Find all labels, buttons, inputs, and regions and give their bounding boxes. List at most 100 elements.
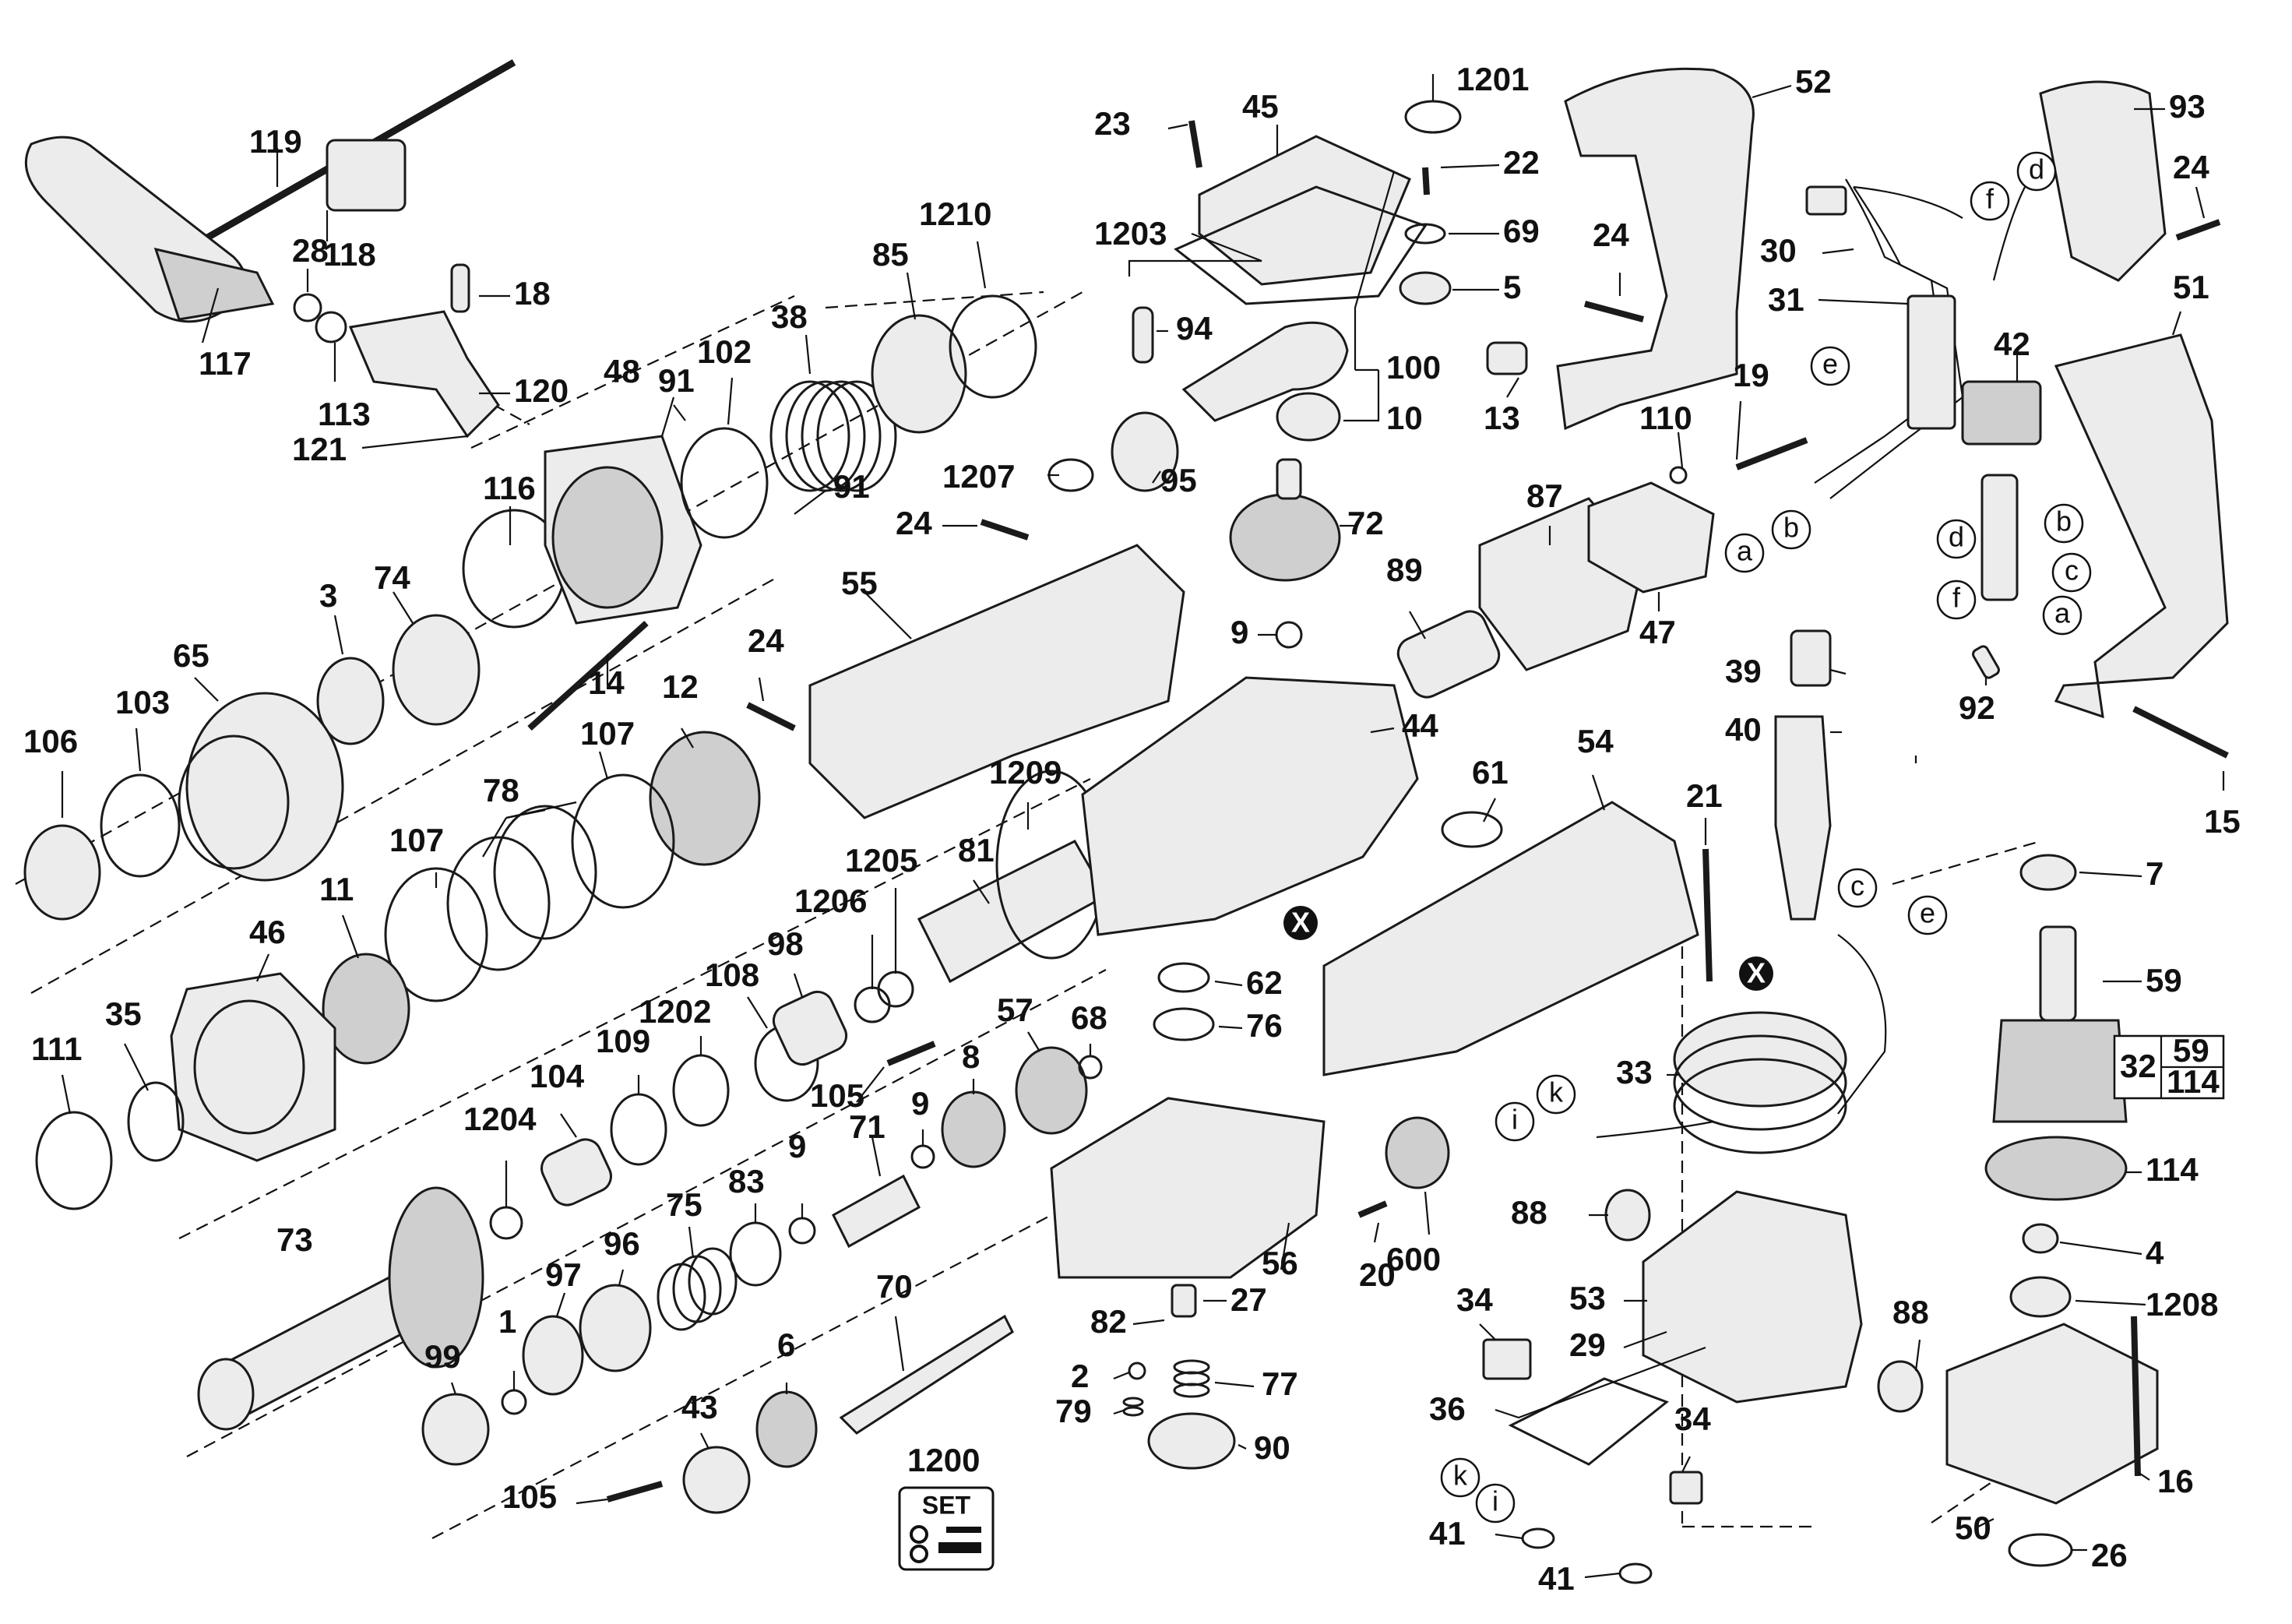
label-111: 111 [31,1030,82,1067]
indicator-part [1980,474,2019,601]
label-32-sub-59: 59 [2173,1032,2209,1069]
x-marker-1: X [1291,907,1310,939]
handle-93-part [2039,80,2167,282]
label-34b: 34 [1674,1400,1711,1437]
letter-e-1: e [1822,348,1838,380]
motor-housing-53-part [1642,1190,1863,1404]
label-98: 98 [767,925,804,962]
label-110: 110 [1639,400,1692,436]
part-43-part [682,1446,751,1514]
label-114: 114 [2146,1151,2199,1188]
label-74: 74 [374,559,410,596]
label-65: 65 [173,637,209,674]
label-9b: 9 [788,1128,806,1164]
ring-83-part [729,1221,782,1287]
ring-35-part [127,1081,185,1162]
ring-109-part [610,1093,667,1166]
ring-1202-part [672,1054,730,1127]
letter-f-2: f [1952,582,1961,614]
letter-b-2: b [2056,506,2072,537]
gasket-1203-part [1174,185,1428,305]
label-1201: 1201 [1456,61,1529,97]
bearing-4-part [2022,1223,2059,1254]
part-30-part [1805,185,1847,216]
part-88a-part [1604,1189,1651,1242]
label-34a: 34 [1456,1281,1493,1318]
handle-52-part [1556,67,1755,431]
ring-111-part [35,1111,113,1210]
screw-105a-part [886,1041,936,1066]
screw-24d-part [2175,219,2221,241]
label-43: 43 [681,1389,718,1425]
label-93: 93 [2169,88,2206,125]
label-53: 53 [1569,1280,1606,1316]
label-13: 13 [1484,400,1520,436]
label-96: 96 [604,1225,640,1262]
part-26-part [2008,1533,2073,1567]
part-89-part [1396,610,1501,699]
ball-2-part [1128,1362,1146,1380]
label-3: 3 [319,577,337,614]
label-28: 28 [292,232,329,269]
letter-k-2: k [1453,1460,1468,1492]
part-74-part [392,614,481,726]
sleeve-98-part [772,990,848,1066]
screw-22-part [1422,167,1430,196]
label-1: 1 [498,1303,516,1340]
clutch-96-part [579,1284,652,1372]
label-95: 95 [1160,462,1197,498]
label-100: 100 [1386,349,1441,386]
label-5: 5 [1503,269,1521,305]
wrench-icon [910,1525,928,1563]
ring-69-part [1404,223,1446,245]
label-16: 16 [2157,1463,2194,1499]
letter-d-1: d [2029,153,2044,185]
label-1207: 1207 [942,458,1015,495]
spring-75-part [657,1247,738,1331]
letter-k-1: k [1549,1076,1564,1108]
label-14: 14 [588,664,625,701]
part-5-part [1399,271,1452,305]
set-badge-text: SET [922,1491,971,1519]
label-44: 44 [1402,707,1438,744]
label-89: 89 [1386,551,1423,588]
label-39: 39 [1725,653,1762,689]
clip-41a-part [1521,1527,1555,1549]
label-62: 62 [1246,964,1283,1001]
letter-d-2: d [1949,521,1964,553]
label-42: 42 [1994,326,2030,362]
bearing-9a-part [910,1144,935,1169]
ring-1206-part [854,986,891,1023]
lever-120-part [348,310,500,439]
part-13-part [1486,341,1528,375]
label-88a: 88 [1511,1194,1547,1231]
gear-72-part [1229,493,1341,582]
letter-c-3: c [1850,870,1864,902]
handle-51-part [2054,333,2229,719]
part-104-part [540,1138,612,1207]
ring-1205-part [877,971,914,1008]
label-102: 102 [697,333,752,370]
housing-46-part [170,972,336,1162]
x-marker-2: X [1747,957,1766,989]
screw-21-part [1702,848,1713,982]
bearing-7-part [2019,854,2077,891]
label-21: 21 [1686,777,1723,814]
gear-housing-44-part [1081,676,1419,936]
label-108: 108 [705,956,759,993]
label-29: 29 [1569,1326,1606,1363]
part-82-part [1171,1284,1197,1318]
label-87: 87 [1526,477,1563,514]
label-78: 78 [483,772,519,808]
label-24b: 24 [748,622,784,659]
plug-39-part [1790,629,1832,687]
cover-55-part [808,544,1185,819]
washer-110-part [1669,466,1688,484]
label-51: 51 [2173,269,2209,305]
label-1210: 1210 [919,196,991,232]
label-105b: 105 [502,1478,557,1515]
label-1203: 1203 [1094,215,1167,252]
label-9a: 9 [911,1085,929,1122]
bearing-10-part [1276,392,1341,442]
